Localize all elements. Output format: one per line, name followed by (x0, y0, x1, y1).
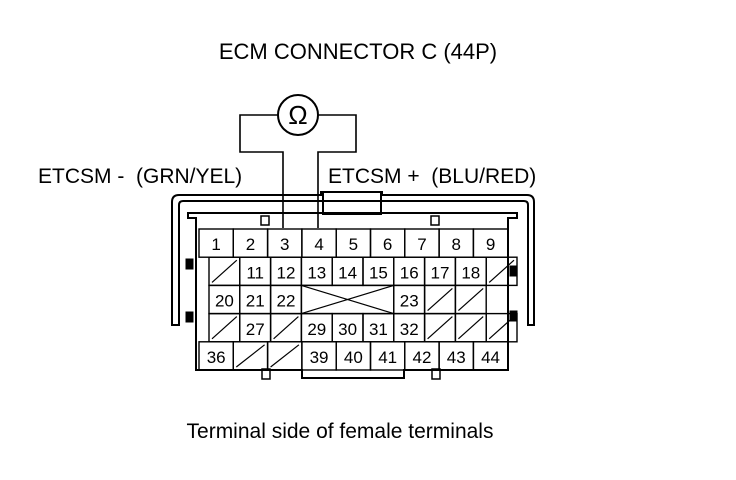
pin-number: 21 (246, 292, 265, 311)
blank-cavity-mark (427, 316, 453, 340)
pin-number: 12 (277, 263, 296, 282)
pin-number: 15 (369, 263, 388, 282)
pin-number: 4 (314, 235, 323, 254)
svg-text:Ω: Ω (288, 100, 307, 130)
pin-number: 27 (246, 320, 265, 339)
blank-cavity-mark (211, 316, 238, 340)
pin-number: 2 (246, 235, 255, 254)
ohmmeter-icon: Ω (277, 94, 319, 136)
pin-cell (485, 256, 518, 287)
pin-number: 1 (211, 235, 220, 254)
pin-number: 11 (246, 263, 264, 282)
blank-cavity-mark (488, 259, 515, 283)
pin-number: 22 (277, 292, 296, 311)
blank-cavity-mark (427, 287, 453, 312)
blank-cavity-mark (273, 316, 299, 340)
pin-number: 9 (486, 235, 495, 254)
diagram-title: ECM CONNECTOR C (44P) (219, 39, 497, 64)
blank-cavity-mark (457, 287, 484, 312)
pin-number: 13 (307, 263, 326, 282)
pin-number: 20 (215, 292, 234, 311)
pin-number: 8 (452, 235, 461, 254)
pin-number: 39 (310, 348, 329, 367)
pin-number: 7 (417, 235, 426, 254)
pin-number: 23 (400, 292, 419, 311)
pin-number: 42 (412, 348, 431, 367)
blank-cavity-mark (235, 344, 265, 368)
wire-label-etcsm-minus: ETCSM - (GRN/YEL) (38, 165, 242, 188)
blank-cavity-mark (457, 316, 484, 340)
blocked-area-cross (301, 284, 394, 315)
pin-number: 14 (338, 263, 357, 282)
pin-number: 41 (378, 348, 397, 367)
pin-number: 40 (344, 348, 363, 367)
pin-number: 17 (431, 263, 450, 282)
pin-number: 16 (400, 263, 419, 282)
diagram-caption: Terminal side of female terminals (187, 420, 494, 443)
pin-number: 3 (280, 235, 289, 254)
blank-cavity-mark (211, 259, 238, 283)
pin-number: 29 (307, 320, 326, 339)
pin-number: 30 (338, 320, 357, 339)
pin-number: 43 (447, 348, 466, 367)
pin-number: 32 (400, 320, 419, 339)
wire-label-etcsm-plus: ETCSM + (BLU/RED) (328, 165, 536, 188)
probe-wires (239, 114, 357, 228)
connector-housing (171, 191, 535, 380)
blank-cavity-mark (488, 316, 515, 340)
pin-number: 5 (349, 235, 358, 254)
pin-number: 6 (383, 235, 392, 254)
pin-number: 36 (207, 348, 226, 367)
pin-cell (472, 341, 509, 371)
pin-number: 44 (481, 348, 500, 367)
blank-cavity-mark (270, 344, 300, 368)
pin-number: 18 (461, 263, 480, 282)
pin-number: 31 (369, 320, 388, 339)
